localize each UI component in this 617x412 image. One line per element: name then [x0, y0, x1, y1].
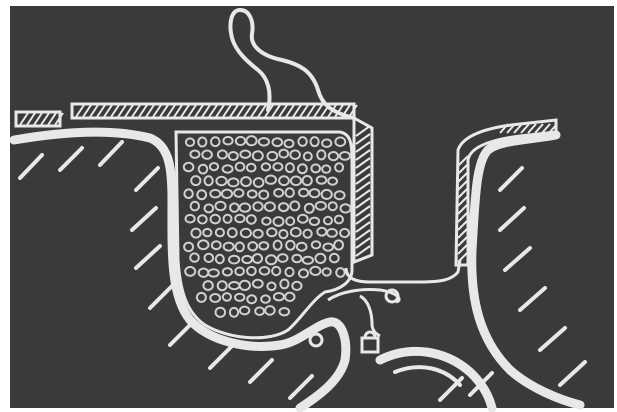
- chalkboard-diagram: [0, 0, 617, 412]
- diagram-frame: [0, 0, 617, 412]
